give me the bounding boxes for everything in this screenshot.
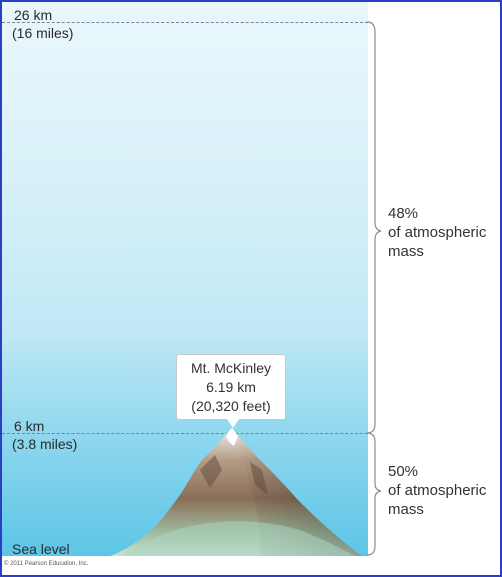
upper-layer-line3: mass	[388, 243, 424, 260]
upper-layer-label: 48% of atmospheric mass	[388, 204, 486, 261]
altitude-26km-line	[2, 22, 368, 23]
mid-altitude-miles: (3.8 miles)	[12, 436, 78, 452]
upper-layer-percent: 48%	[388, 205, 419, 222]
upper-layer-line2: of atmospheric	[388, 224, 487, 241]
callout-pointer	[227, 419, 239, 428]
lower-layer-label: 50% of atmospheric mass	[388, 462, 486, 519]
peak-name: Mt. McKinley	[190, 360, 272, 376]
peak-callout: Mt. McKinley 6.19 km (20,320 feet)	[176, 354, 286, 428]
altitude-6km-line	[2, 433, 368, 434]
mid-altitude-km: 6 km	[14, 418, 45, 434]
upper-bracket	[366, 21, 382, 434]
atmosphere-column	[2, 2, 368, 556]
peak-height-km: 6.19 km	[206, 379, 256, 395]
peak-height-feet: (20,320 feet)	[191, 398, 271, 414]
lower-bracket	[366, 432, 382, 556]
lower-layer-line2: of atmospheric	[388, 482, 487, 499]
lower-layer-percent: 50%	[388, 463, 419, 480]
sea-level-label: Sea level	[12, 541, 70, 557]
top-altitude-miles: (16 miles)	[12, 25, 74, 41]
top-altitude-km: 26 km	[14, 7, 53, 23]
copyright-notice: © 2011 Pearson Education, Inc.	[4, 561, 89, 567]
lower-layer-line3: mass	[388, 501, 424, 518]
